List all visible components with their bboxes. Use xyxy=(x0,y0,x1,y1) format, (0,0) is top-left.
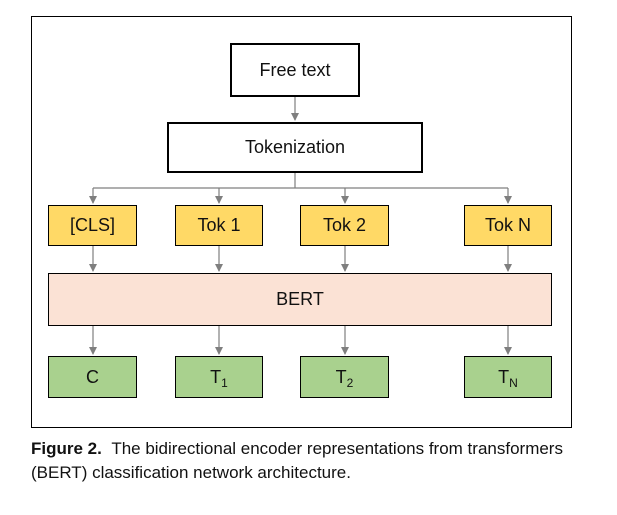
token-cls-label: [CLS] xyxy=(69,215,116,235)
output-tn-base: T xyxy=(498,366,510,387)
figure-caption-text: The bidirectional encoder representation… xyxy=(31,439,563,482)
output-tn-box: TN xyxy=(464,356,552,398)
output-c-box: C xyxy=(48,356,137,398)
output-t1-label: T1 xyxy=(210,366,228,390)
output-t2-label: T2 xyxy=(335,366,354,390)
bert-label: BERT xyxy=(276,289,324,309)
output-t1-subscript: 1 xyxy=(221,375,228,390)
free-text-label: Free text xyxy=(259,59,331,80)
token-n-box: Tok N xyxy=(464,205,552,246)
output-t1-box: T1 xyxy=(175,356,263,398)
tokenization-box: Tokenization xyxy=(167,122,423,173)
output-t2-base: T xyxy=(335,366,347,387)
figure-caption: Figure 2. The bidirectional encoder repr… xyxy=(31,437,591,485)
output-tn-label: TN xyxy=(498,366,518,390)
tokenization-label: Tokenization xyxy=(244,137,346,157)
output-tn-subscript: N xyxy=(509,375,518,390)
token-n-label: Tok N xyxy=(484,215,531,235)
output-t2-subscript: 2 xyxy=(346,375,354,390)
token-2-label: Tok 2 xyxy=(322,215,367,235)
token-1-label: Tok 1 xyxy=(197,215,241,235)
token-1-box: Tok 1 xyxy=(175,205,263,246)
token-2-box: Tok 2 xyxy=(300,205,389,246)
output-t2-box: T2 xyxy=(300,356,389,398)
diagram-frame xyxy=(31,16,572,428)
bert-box: BERT xyxy=(48,273,552,326)
figure-caption-label: Figure 2. xyxy=(31,439,102,458)
free-text-box: Free text xyxy=(230,43,360,97)
token-cls-box: [CLS] xyxy=(48,205,137,246)
output-c-label: C xyxy=(86,366,99,387)
output-t1-base: T xyxy=(210,366,222,387)
